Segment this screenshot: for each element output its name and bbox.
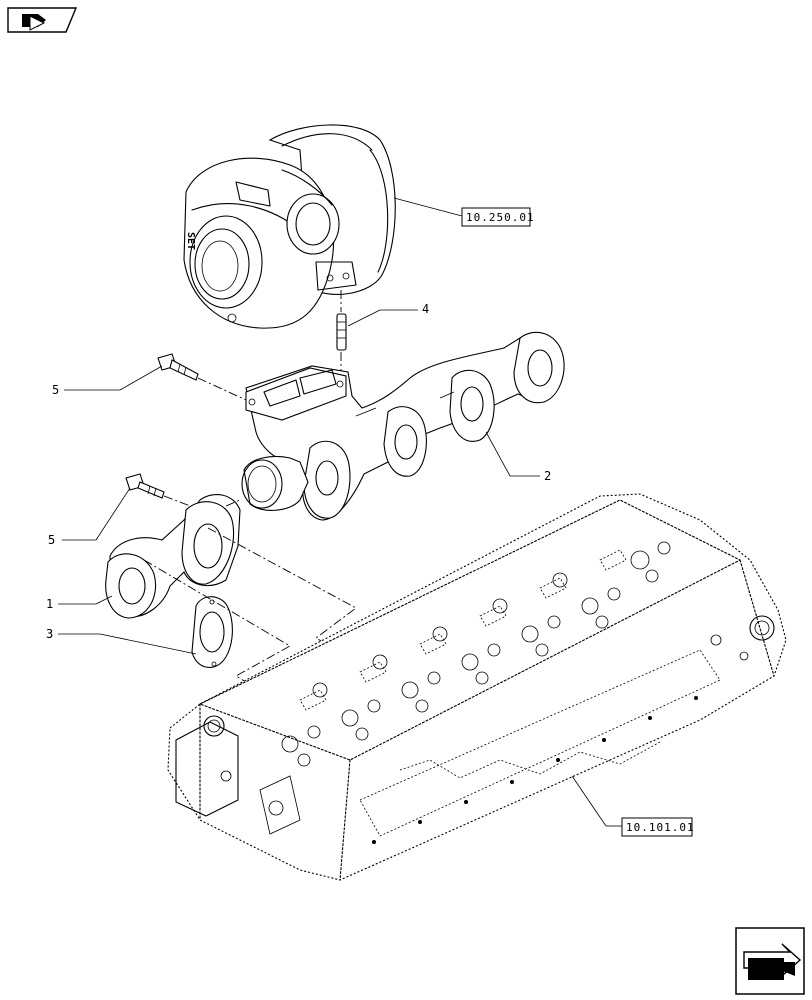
gasket-3 [58,596,233,668]
bolt-5-upper [64,353,247,401]
bolt-5-lower [62,473,207,541]
callout-5-lower: 5 [48,533,55,547]
callout-3: 3 [46,627,53,641]
callout-2: 2 [544,469,551,483]
exhaust-manifold-2 [245,331,565,521]
stud-4 [336,290,418,374]
callout-1: 1 [46,597,53,611]
reference-cylinder-head-link[interactable]: 10.101.01 [621,817,695,837]
svg-text:SET: SET [185,232,196,250]
callout-5-upper: 5 [52,383,59,397]
reference-turbocharger-label: 10.250.01 [466,211,535,224]
reference-turbocharger-link[interactable]: 10.250.01 [461,207,535,227]
connecting-sleeve [241,455,309,511]
elbow-pipe-1 [58,494,241,619]
callout-4: 4 [422,302,429,316]
next-page-arrow-icon[interactable] [735,927,805,995]
reference-cylinder-head-label: 10.101.01 [626,821,695,834]
turbocharger: SET [183,124,463,329]
cylinder-head [167,493,787,881]
previous-section-icon[interactable] [7,7,78,33]
